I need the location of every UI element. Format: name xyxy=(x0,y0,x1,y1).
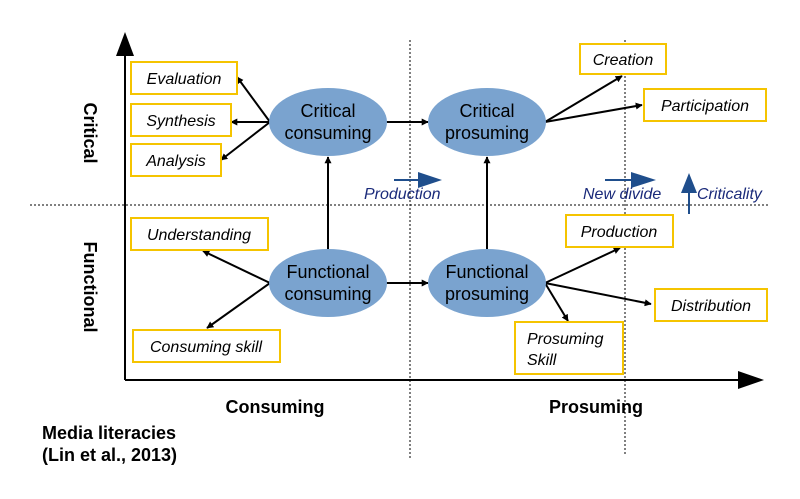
node-critical-prosuming-line1: Critical xyxy=(459,101,514,121)
node-functional-consuming-line1: Functional xyxy=(286,262,369,282)
arrow-to-consuming-skill xyxy=(206,282,271,329)
caption-citation: (Lin et al., 2013) xyxy=(42,445,177,465)
box-synthesis-label: Synthesis xyxy=(146,113,215,130)
arrow-to-analysis xyxy=(220,121,271,161)
y-label-critical: Critical xyxy=(80,102,100,163)
box-prosuming-skill-line2: Skill xyxy=(527,352,557,369)
y-label-functional: Functional xyxy=(80,242,100,333)
y-axis-arrowhead xyxy=(116,32,134,56)
arrow-to-evaluation xyxy=(236,76,271,123)
box-analysis: Analysis xyxy=(130,143,222,177)
arrow-to-distribution xyxy=(544,282,652,307)
box-analysis-label: Analysis xyxy=(145,153,206,170)
legend-criticality: Criticality xyxy=(681,173,763,214)
box-evaluation-label: Evaluation xyxy=(147,71,222,88)
x-axis-arrowhead xyxy=(738,371,764,389)
node-critical-consuming: Critical consuming xyxy=(269,88,387,156)
legend-new-divide-label: New divide xyxy=(583,186,661,203)
box-understanding: Understanding xyxy=(130,217,269,251)
node-functional-prosuming-line2: prosuming xyxy=(445,284,529,304)
box-production: Production xyxy=(565,214,674,248)
node-critical-prosuming-line2: prosuming xyxy=(445,123,529,143)
x-label-prosuming: Prosuming xyxy=(549,397,643,417)
box-participation-label: Participation xyxy=(661,98,749,115)
node-functional-consuming-line2: consuming xyxy=(284,284,371,304)
legend-criticality-label: Criticality xyxy=(697,186,763,203)
box-consuming-skill-label: Consuming skill xyxy=(150,339,262,356)
box-prosuming-skill: Prosuming Skill xyxy=(514,321,624,375)
node-functional-consuming: Functional consuming xyxy=(269,249,387,317)
box-prosuming-skill-line1: Prosuming xyxy=(527,331,604,348)
box-understanding-label: Understanding xyxy=(147,227,251,244)
box-distribution: Distribution xyxy=(654,288,768,322)
x-label-consuming: Consuming xyxy=(226,397,325,417)
node-functional-prosuming-line1: Functional xyxy=(445,262,528,282)
arrow-to-production xyxy=(544,247,621,284)
arrow-to-prosuming-skill xyxy=(544,282,569,322)
box-distribution-label: Distribution xyxy=(671,298,751,315)
arrow-to-understanding xyxy=(202,250,271,284)
arrow-to-participation xyxy=(544,102,643,123)
box-creation: Creation xyxy=(579,43,667,75)
node-critical-prosuming: Critical prosuming xyxy=(428,88,546,156)
node-functional-prosuming: Functional prosuming xyxy=(428,249,546,317)
box-creation-label: Creation xyxy=(593,52,654,69)
legend-production-label: Production xyxy=(364,186,441,203)
caption-title: Media literacies xyxy=(42,423,176,443)
legend-new-divide: New divide xyxy=(583,172,661,203)
arrow-to-creation xyxy=(544,75,623,123)
box-production-label: Production xyxy=(581,224,658,241)
box-participation: Participation xyxy=(643,88,767,122)
node-critical-consuming-line2: consuming xyxy=(284,123,371,143)
legend-production: Production xyxy=(364,172,442,203)
box-evaluation: Evaluation xyxy=(130,61,238,95)
box-synthesis: Synthesis xyxy=(130,103,232,137)
node-critical-consuming-line1: Critical xyxy=(300,101,355,121)
box-consuming-skill: Consuming skill xyxy=(132,329,281,363)
